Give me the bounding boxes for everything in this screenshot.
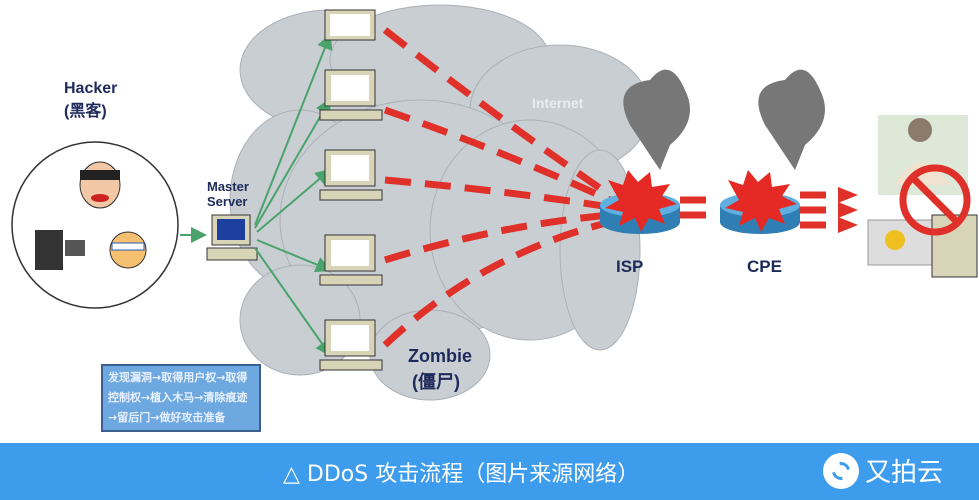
blocked-icon — [899, 164, 971, 236]
hacker-face-icon — [109, 231, 147, 269]
isp-router-icon — [600, 69, 690, 234]
zombie-computer-icon — [319, 319, 383, 371]
zombie-label: Zombie — [408, 346, 472, 366]
isp-label: ISP — [616, 257, 643, 276]
hacker-mask-icon — [79, 161, 121, 209]
attack-arrowheads — [838, 187, 858, 233]
zombie-computer-icon — [319, 69, 383, 121]
zombie-computers — [319, 9, 383, 371]
caption-bar: △ DDoS 攻击流程（图片来源网络） 又拍云 — [0, 443, 979, 500]
brand: 又拍云 — [823, 452, 943, 489]
master-server-icon — [206, 214, 258, 261]
brand-name: 又拍云 — [865, 458, 944, 488]
hacker-group — [11, 141, 179, 309]
master-label-1: Master — [207, 179, 249, 194]
zombie-cn-label: (僵尸) — [412, 371, 460, 392]
control-lines — [254, 33, 333, 357]
zombie-computer-icon — [319, 149, 383, 201]
internet-label: Internet — [532, 95, 584, 111]
brand-logo-icon — [823, 452, 859, 489]
cpe-router-icon — [720, 69, 825, 234]
zombie-computer-icon — [324, 9, 376, 41]
hacker-computer-icon — [35, 230, 85, 270]
attack-lines — [382, 27, 850, 348]
hacker-label: Hacker — [64, 80, 117, 97]
master-label-2: Server — [207, 194, 247, 209]
cpe-label: CPE — [747, 257, 782, 276]
hacker-cn-label: (黑客) — [64, 101, 107, 120]
ddos-diagram: Internet Hacker (黑客) Master Server — [11, 4, 978, 401]
attack-steps-callout: 发现漏洞→取得用户权→取得控制权→植入木马→清除痕迹→留后门→做好攻击准备 — [101, 364, 261, 432]
caption-text: △ DDoS 攻击流程（图片来源网络） — [283, 462, 640, 487]
zombie-computer-icon — [319, 234, 383, 286]
target-victim-icon — [867, 115, 978, 278]
